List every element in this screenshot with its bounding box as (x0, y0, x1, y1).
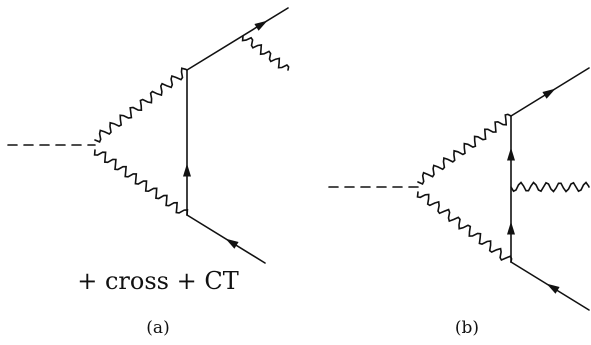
diagram-b-upper-wavy-photon (417, 113, 512, 186)
diagram-b-arrow-up-bottom (507, 221, 515, 235)
diagram-a-note: + cross + CT (77, 267, 238, 295)
diagram-a-caption: (a) (146, 318, 169, 338)
diagram-b: (b) (328, 67, 590, 338)
diagram-b-emitted-wavy-photon (510, 181, 590, 193)
diagram-b-lower-wavy-photon (416, 191, 513, 263)
diagram-b-caption: (b) (455, 318, 479, 338)
diagram-b-arrow-outgoing (542, 88, 556, 99)
diagram-a-arrow-up (183, 163, 191, 177)
diagram-a: + cross + CT (a) (7, 7, 290, 338)
diagram-b-arrow-up-top (507, 147, 515, 161)
diagram-a-emitted-wavy-photon (241, 35, 290, 71)
diagram-a-outgoing-fermion (186, 7, 289, 71)
diagram-b-arrow-incoming (546, 283, 560, 294)
diagram-a-arrow-incoming (225, 238, 239, 249)
diagram-a-arrow-outgoing (254, 20, 268, 31)
diagram-a-lower-wavy-photon (93, 149, 189, 216)
diagram-a-upper-wavy-photon (94, 67, 188, 143)
